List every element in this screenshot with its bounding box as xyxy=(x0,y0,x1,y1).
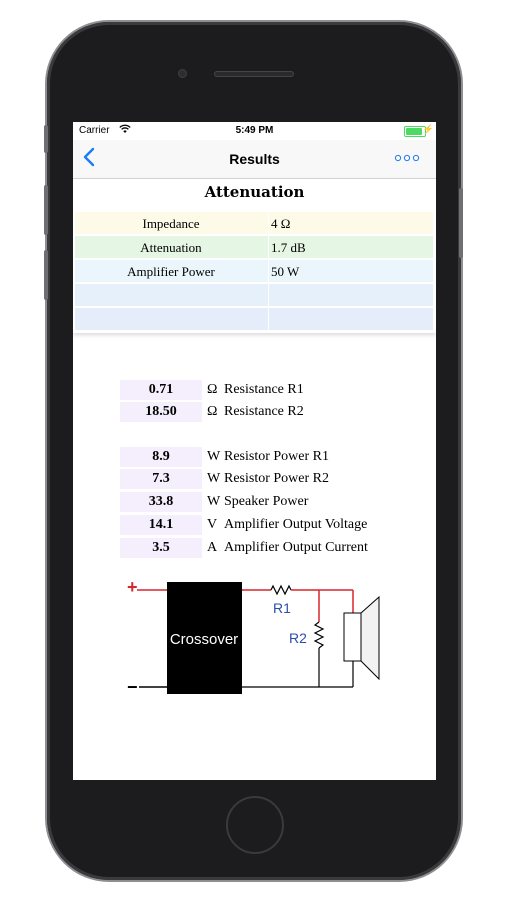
carrier-label: Carrier xyxy=(79,125,110,136)
result-value: 7.3 xyxy=(120,469,202,489)
positive-terminal: + xyxy=(127,577,138,597)
status-time: 5:49 PM xyxy=(235,125,274,136)
front-camera xyxy=(178,69,187,78)
result-value: 3.5 xyxy=(120,538,202,558)
result-value: 18.50 xyxy=(120,402,202,422)
r2-label: R2 xyxy=(289,630,307,646)
more-options-icon[interactable] xyxy=(394,149,420,165)
summary-row-label: Amplifier Power xyxy=(127,264,215,279)
result-label: Amplifier Output Current xyxy=(224,540,368,555)
crossover-box xyxy=(167,582,242,694)
result-label: Resistor Power R2 xyxy=(224,471,329,486)
result-label: Resistance R2 xyxy=(224,404,304,419)
result-label: Resistor Power R1 xyxy=(224,449,329,464)
navigation-bar: Results xyxy=(73,140,436,179)
earpiece-speaker xyxy=(214,71,294,77)
power-button xyxy=(459,188,463,258)
home-button[interactable] xyxy=(226,796,284,854)
row-divider xyxy=(268,308,269,330)
mute-switch xyxy=(44,125,48,153)
result-unit: W xyxy=(207,449,221,464)
attenuation-summary: Attenuation Impedance 4 Ω Attenuation 1.7 d… xyxy=(73,179,436,333)
row-divider xyxy=(268,260,269,282)
result-unit: Ω xyxy=(207,404,218,419)
result-row: 18.50 Ω Resistance R2 xyxy=(120,402,420,422)
result-unit: V xyxy=(207,517,218,532)
summary-row: Impedance 4 Ω xyxy=(75,212,433,234)
result-value: 8.9 xyxy=(120,447,202,467)
result-unit: Ω xyxy=(207,382,218,397)
summary-row-label: Impedance xyxy=(142,216,200,231)
result-value: 14.1 xyxy=(120,515,202,535)
status-bar: Carrier 5:49 PM ⚡ xyxy=(73,122,436,140)
page-title: Results xyxy=(229,151,280,167)
result-unit: W xyxy=(207,471,221,486)
speaker-magnet xyxy=(343,612,362,662)
r1-label: R1 xyxy=(273,600,291,616)
row-divider xyxy=(268,212,269,234)
wifi-icon xyxy=(119,124,131,137)
charging-icon: ⚡ xyxy=(422,124,434,134)
row-divider xyxy=(268,284,269,306)
summary-row-value: 1.7 dB xyxy=(271,240,306,255)
summary-title: Attenuation xyxy=(204,183,305,201)
summary-row: Amplifier Power 50 W xyxy=(75,260,433,282)
resistor-r1 xyxy=(270,584,292,596)
summary-row-value: 4 Ω xyxy=(271,216,291,231)
speaker-cone-icon xyxy=(360,595,380,681)
summary-row-label: Attenuation xyxy=(140,240,202,255)
summary-row: Attenuation 1.7 dB xyxy=(75,236,433,258)
volume-up-button xyxy=(44,185,48,235)
result-unit: A xyxy=(207,540,218,555)
back-chevron-icon[interactable] xyxy=(83,147,95,171)
volume-down-button xyxy=(44,250,48,300)
result-label: Amplifier Output Voltage xyxy=(224,517,368,532)
result-unit: W xyxy=(207,494,221,509)
row-divider xyxy=(268,236,269,258)
result-value: 0.71 xyxy=(120,380,202,400)
battery-icon xyxy=(404,126,426,137)
result-row: 3.5 A Amplifier Output Current xyxy=(120,538,420,558)
negative-terminal: − xyxy=(127,677,138,697)
result-row: 14.1 V Amplifier Output Voltage xyxy=(120,515,420,535)
resistor-r2 xyxy=(313,621,325,649)
result-value: 33.8 xyxy=(120,492,202,512)
summary-row xyxy=(75,284,433,306)
crossover-label: Crossover xyxy=(170,631,238,648)
result-label: Resistance R1 xyxy=(224,382,304,397)
app-screen: Carrier 5:49 PM ⚡ Results Attenuation Im… xyxy=(73,122,436,780)
summary-row xyxy=(75,308,433,330)
summary-row-value: 50 W xyxy=(271,264,300,279)
result-label: Speaker Power xyxy=(224,494,309,509)
circuit-diagram: + Crossover R1 R2 − xyxy=(127,577,380,697)
result-row: 0.71 Ω Resistance R1 xyxy=(120,380,420,400)
